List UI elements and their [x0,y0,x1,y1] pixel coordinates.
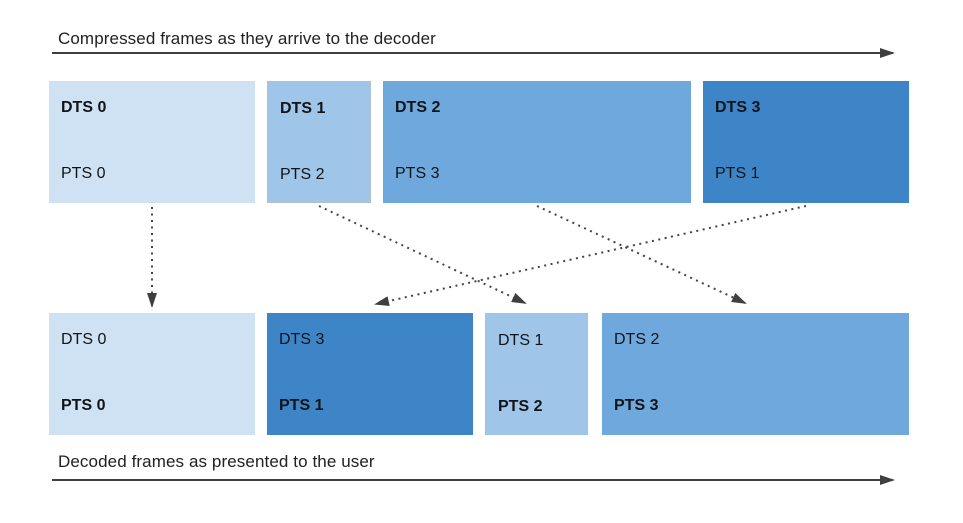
dts-label: DTS 2 [395,99,441,116]
dts-label: DTS 3 [279,331,325,348]
dts-label: DTS 0 [61,99,107,116]
pts-label: PTS 3 [614,397,659,414]
reorder-arrow-dts1-to-pts2 [318,205,527,304]
pts-label: PTS 1 [715,165,760,182]
reorder-arrow-dts3-to-pts1 [374,205,807,306]
frame-decoded-pts2: DTS 1 PTS 2 [485,313,588,435]
pts-label: PTS 1 [279,397,324,414]
frame-decoded-pts1: DTS 3 PTS 1 [267,313,473,435]
dts-label: DTS 1 [280,100,326,117]
bottom-caption: Decoded frames as presented to the user [58,452,375,471]
frame-compressed-dts3: DTS 3 PTS 1 [703,81,909,203]
pts-label: PTS 3 [395,165,440,182]
frame-compressed-dts2: DTS 2 PTS 3 [383,81,691,203]
frame-compressed-dts0: DTS 0 PTS 0 [49,81,255,203]
dts-label: DTS 1 [498,332,544,349]
pts-label: PTS 0 [61,165,106,182]
pts-label: PTS 0 [61,397,106,414]
dts-label: DTS 3 [715,99,761,116]
dts-label: DTS 2 [614,331,660,348]
dts-label: DTS 0 [61,331,107,348]
frame-compressed-dts1: DTS 1 PTS 2 [267,81,371,203]
reorder-arrow-dts2-to-pts3 [536,205,747,304]
top-caption: Compressed frames as they arrive to the … [58,29,436,48]
frame-decoded-pts3: DTS 2 PTS 3 [602,313,909,435]
frame-decoded-pts0: DTS 0 PTS 0 [49,313,255,435]
pts-label: PTS 2 [498,398,543,415]
pts-label: PTS 2 [280,166,325,183]
